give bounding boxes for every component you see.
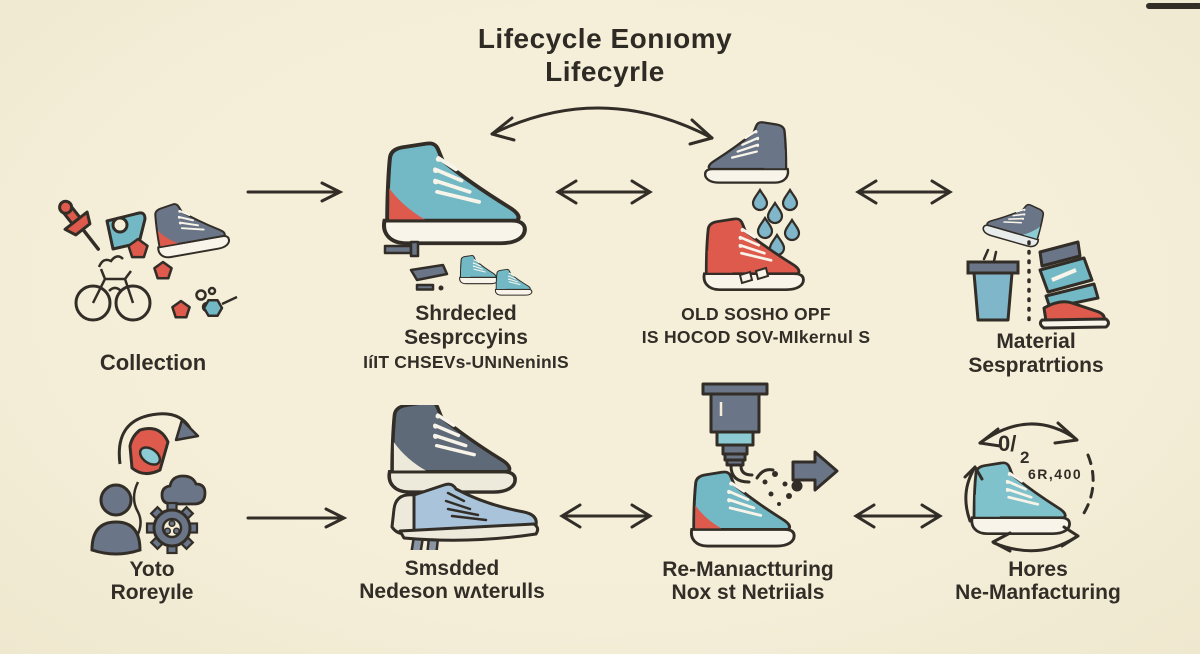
label-recycle-line1: Yoto bbox=[129, 558, 175, 581]
material-separation-icon bbox=[966, 196, 1110, 330]
label-new-shoes-line1: Hores bbox=[1008, 558, 1068, 581]
arrow-double-icon bbox=[555, 179, 653, 205]
label-separation: Material Sespratrtions bbox=[968, 330, 1103, 378]
wavy-line bbox=[132, 481, 142, 539]
light-shoe-icon bbox=[390, 482, 540, 550]
extruder-machine-icon bbox=[701, 382, 769, 467]
page-title: Lifecycle Eonıomy Lifecyrle bbox=[0, 22, 1200, 88]
fraction-numerator: 0/ bbox=[998, 431, 1016, 456]
label-recycle-line2: Roreyıle bbox=[110, 581, 194, 604]
arrow-double-icon bbox=[853, 503, 943, 529]
label-shredding-line3: IíIT CHSEVs-UNıNeninIS bbox=[363, 352, 569, 372]
collection-icon bbox=[58, 195, 238, 322]
arrow-double-icon bbox=[855, 179, 953, 205]
red-scrap-icon bbox=[128, 427, 170, 475]
cloud-icon bbox=[160, 474, 207, 506]
label-old-shoes-line1: OLD SOSHO OPF bbox=[681, 304, 831, 324]
label-shredding-line1: Shrdecled bbox=[415, 302, 517, 325]
scrap-pieces-icon bbox=[127, 237, 238, 319]
gear-icon bbox=[145, 501, 199, 555]
tiny-boot-pieces-icon bbox=[459, 254, 533, 296]
remanufacturing-machine-icon bbox=[689, 382, 839, 548]
red-sneaker-icon bbox=[702, 217, 805, 292]
arrow-right-icon bbox=[246, 181, 344, 203]
fraction-denominator: 2 bbox=[1020, 448, 1029, 467]
arrowhead-icon bbox=[174, 418, 200, 442]
label-separation-line2: Sespratrtions bbox=[968, 354, 1104, 377]
bin-icon bbox=[966, 260, 1020, 322]
arrow-double-icon bbox=[559, 503, 653, 529]
label-remanufacturing-line2: Nox st Netriials bbox=[671, 581, 825, 604]
label-remanufacturing: Re-Manıactturing Nox st Netriials bbox=[662, 558, 834, 604]
particles-icon bbox=[762, 471, 803, 506]
shredded-shoe-icon bbox=[365, 138, 533, 296]
label-recycle: Yoto Roreyıle bbox=[111, 558, 194, 604]
label-old-shoes-line2: IS HOCOD SOV-MIkernul S bbox=[641, 327, 871, 347]
dark-shoe-icon bbox=[387, 405, 517, 494]
cycle-code: 6R,400 bbox=[1028, 466, 1082, 482]
label-smelted-line1: Smsdded bbox=[404, 557, 500, 580]
label-smelted: Smsdded Nedeson wʌterulls bbox=[359, 557, 545, 603]
tube-icon bbox=[729, 464, 775, 484]
pouring-shoe-icon bbox=[981, 196, 1048, 250]
pushpin-icon bbox=[58, 199, 100, 251]
label-collection: Collection bbox=[100, 350, 206, 376]
separated-parts-icon bbox=[1038, 240, 1110, 330]
label-new-shoes-line2: Ne-Manfacturing bbox=[955, 581, 1121, 604]
cycle-arrows-icon bbox=[963, 421, 1095, 553]
title-line-1: Lifecycle Eonıomy bbox=[477, 23, 733, 54]
label-collection-line1: Collection bbox=[99, 350, 207, 375]
label-smelted-line2: Nedeson wʌterulls bbox=[359, 580, 545, 603]
block-arrow-icon bbox=[791, 450, 839, 492]
label-shredding: Shrdecled Sesprccyins IíIT CHSEVs-UNıNen… bbox=[363, 302, 569, 374]
arrow-right-icon bbox=[246, 507, 348, 529]
screw-parts-icon bbox=[383, 240, 449, 291]
gray-boot-icon bbox=[150, 195, 232, 260]
label-old-shoes: OLD SOSHO OPF IS HOCOD SOV-MIkernul S bbox=[642, 303, 871, 349]
label-new-shoes: Hores Ne-Manfacturing bbox=[955, 558, 1121, 604]
shoe-washing-icon bbox=[702, 121, 805, 292]
label-remanufacturing-line1: Re-Manıactturing bbox=[662, 558, 834, 581]
corner-mark bbox=[1146, 3, 1200, 9]
melted-shoes-icon bbox=[387, 405, 540, 550]
label-shredding-line2: Sesprccyins bbox=[404, 326, 528, 349]
arc-arrow-icon bbox=[490, 106, 714, 146]
label-separation-line1: Material bbox=[996, 330, 1076, 353]
recycling-process-icon bbox=[90, 412, 207, 556]
bicycle-icon bbox=[74, 255, 152, 322]
title-line-2: Lifecyrle bbox=[545, 56, 665, 87]
teal-sneaker-icon bbox=[689, 470, 796, 548]
new-shoe-cycle-icon: 0/ 2 6R,400 bbox=[963, 421, 1095, 553]
person-icon bbox=[90, 483, 142, 556]
